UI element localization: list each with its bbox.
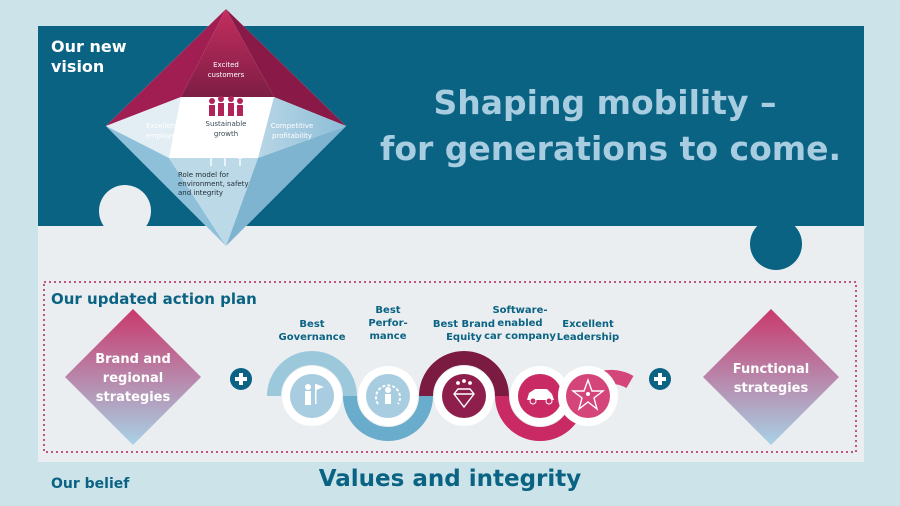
action-plan-title: Our updated action plan xyxy=(51,290,257,308)
diamond-label-bottom: Role model for environment, safety and i… xyxy=(178,171,249,198)
software-line3: car company xyxy=(484,331,556,342)
functional-line1: Functional xyxy=(732,362,810,377)
governance-line2: Governance xyxy=(278,332,346,343)
vision-segment-left-inner xyxy=(106,97,181,158)
diamond-label-top: Excited customers xyxy=(196,60,256,80)
action-item-label-performance: Best Perfor- mance xyxy=(348,304,428,343)
plus-icon-left xyxy=(230,368,252,390)
functional-label: Functional strategies xyxy=(721,360,821,398)
action-item-label-leadership: Excellent Leadership xyxy=(548,318,628,344)
leadership-line2: Leadership xyxy=(556,332,620,343)
diamond-label-left: Excellent employer xyxy=(132,121,192,141)
headline-line1: Shaping mobility – xyxy=(433,83,777,122)
action-item-performance xyxy=(358,366,418,426)
brand-regional-line3: strategies xyxy=(95,390,171,405)
diamond-right-line2: profitability xyxy=(271,132,313,140)
vision-label-line1: Our new xyxy=(51,37,127,56)
diamond-label-center: Sustainable growth xyxy=(196,119,256,139)
action-plan-frame xyxy=(43,281,857,453)
functional-line2: strategies xyxy=(733,381,809,396)
brand-equity-line1: Best Brand xyxy=(432,319,496,330)
diamond-bottom-line3: and integrity xyxy=(178,189,223,197)
action-item-label-software-car: Software- enabled car company xyxy=(478,304,562,343)
trees-icon xyxy=(203,136,247,166)
performance-line1: Best xyxy=(375,305,401,316)
vision-segment-bottom xyxy=(169,158,258,246)
performance-icon xyxy=(375,384,401,405)
performance-line2: Perfor- xyxy=(368,318,408,329)
people-icon xyxy=(209,96,243,116)
diamond-left-line1: Excellent xyxy=(146,122,178,130)
vision-headline: Shaping mobility – for generations to co… xyxy=(380,80,842,172)
diamond-center-line2: growth xyxy=(213,130,239,138)
diamond-center-line1: Sustainable xyxy=(205,120,247,128)
diamond-right-line1: Competitive xyxy=(270,122,314,130)
belief-label: Our belief xyxy=(51,476,130,492)
diamond-label-right: Competitive profitability xyxy=(262,121,322,141)
functional-diamond xyxy=(703,309,839,445)
diamond-bottom-line2: environment, safety xyxy=(178,180,249,188)
governance-icon xyxy=(305,384,324,405)
vision-segment-top-right xyxy=(226,9,346,126)
decorative-circle-right xyxy=(750,218,802,270)
vision-label: Our new vision xyxy=(51,37,126,77)
decorative-circle-left xyxy=(99,185,151,237)
action-item-label-governance: Best Governance xyxy=(272,318,352,344)
vision-segment-right xyxy=(258,97,346,158)
action-item-software-car xyxy=(510,366,570,426)
headline-line2: for generations to come. xyxy=(380,129,842,168)
leadership-line1: Excellent xyxy=(562,319,614,330)
brand-regional-line1: Brand and xyxy=(95,352,171,367)
belief-value: Values and integrity xyxy=(318,466,582,492)
software-line1: Software- xyxy=(492,305,548,316)
action-item-leadership xyxy=(558,366,618,426)
software-line2: enabled xyxy=(497,318,543,329)
diamond-bottom-line1: Role model for xyxy=(178,171,229,179)
vision-segment-bottom-left xyxy=(106,126,226,246)
car-icon xyxy=(527,389,554,405)
vision-segment-left xyxy=(106,9,226,126)
diamond-top-line1: Excited xyxy=(213,61,239,69)
vision-label-line2: vision xyxy=(51,57,105,76)
diamond-left-line2: employer xyxy=(145,132,179,140)
action-item-governance xyxy=(282,366,342,426)
brand-regional-diamond xyxy=(65,309,201,445)
leadership-star-icon xyxy=(570,377,606,411)
action-item-brand-equity xyxy=(434,366,494,426)
diamond-top-line2: customers xyxy=(207,71,245,79)
vision-segment-bottom-right xyxy=(226,126,346,246)
brand-equity-line2: Equity xyxy=(446,332,482,343)
diamond-gem-icon xyxy=(453,379,475,409)
plus-icon-right xyxy=(649,368,671,390)
performance-line3: mance xyxy=(369,331,407,342)
brand-regional-line2: regional xyxy=(102,371,164,386)
vision-diamond xyxy=(106,9,346,246)
governance-line1: Best xyxy=(299,319,325,330)
vision-segment-top xyxy=(181,9,274,97)
brand-regional-label: Brand and regional strategies xyxy=(83,350,183,407)
action-item-label-brand-equity: Best Brand Equity xyxy=(414,318,514,344)
